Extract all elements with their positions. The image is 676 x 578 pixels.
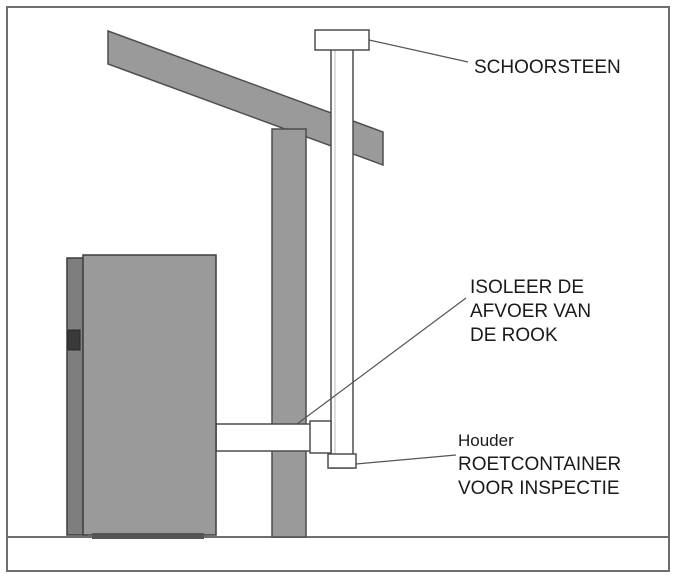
label-insulate-flue: ISOLEER DE AFVOER VAN DE ROOK <box>470 276 591 348</box>
label-insulate-line-1: ISOLEER DE <box>470 277 585 298</box>
label-holder-line-1: ROETCONTAINER <box>458 454 622 475</box>
roof-beam <box>107 29 384 167</box>
label-insulate-line-2: AFVOER VAN <box>470 301 592 322</box>
stove-base <box>92 533 204 539</box>
leader-insulate <box>296 297 467 425</box>
flue-tee <box>309 420 332 454</box>
leader-holder <box>355 454 457 465</box>
wall-post <box>271 128 307 538</box>
label-soot-holder: Houder ROETCONTAINER VOOR INSPECTIE <box>458 429 621 501</box>
label-holder-line-2: VOOR INSPECTIE <box>458 478 620 499</box>
label-holder-title: Houder <box>458 431 514 450</box>
chimney-cap <box>314 29 370 51</box>
leader-chimney <box>368 39 469 63</box>
soot-container <box>327 453 357 469</box>
label-insulate-line-3: DE ROOK <box>470 325 558 346</box>
stove-handle <box>67 329 81 351</box>
stove-body <box>82 254 217 536</box>
chimney-pipe <box>330 46 354 469</box>
label-chimney: SCHOORSTEEN <box>474 57 621 78</box>
flue-pipe <box>215 423 313 452</box>
